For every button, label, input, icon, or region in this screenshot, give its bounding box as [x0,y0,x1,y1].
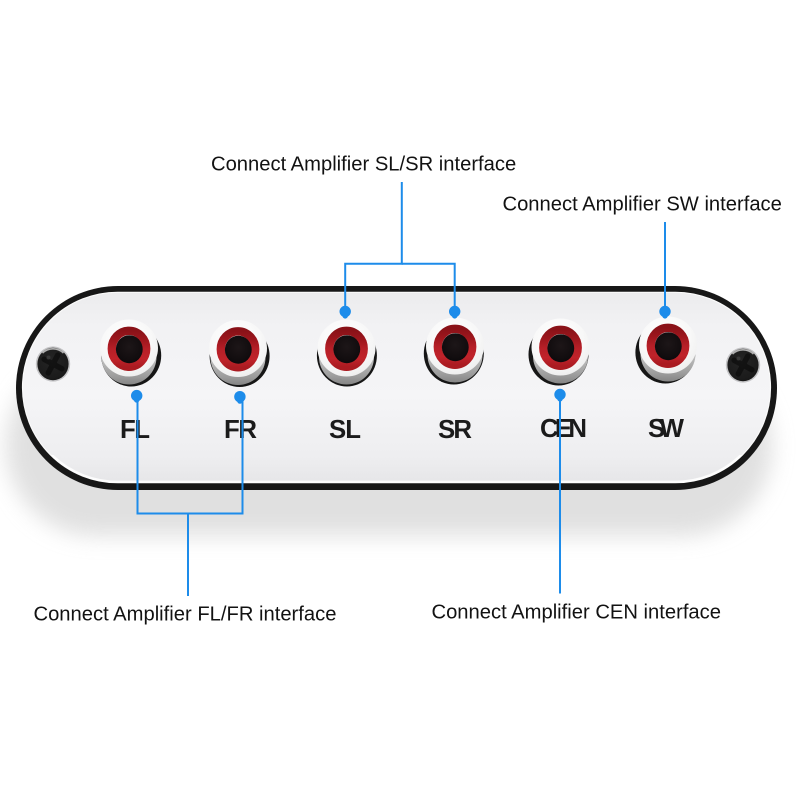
svg-text:SR: SR [438,416,472,444]
svg-text:Connect Amplifier FL/FR interf: Connect Amplifier FL/FR interface [34,604,337,626]
svg-text:FR: FR [224,416,257,444]
svg-text:FL: FL [120,416,150,444]
svg-text:Connect Amplifier CEN interfac: Connect Amplifier CEN interface [432,602,721,624]
svg-text:SL: SL [329,416,361,444]
svg-text:Connect Amplifier SW interface: Connect Amplifier SW interface [503,194,782,216]
svg-text:CEN: CEN [540,415,587,443]
svg-text:Connect Amplifier SL/SR interf: Connect Amplifier SL/SR interface [211,154,516,176]
svg-text:SW: SW [648,415,685,443]
